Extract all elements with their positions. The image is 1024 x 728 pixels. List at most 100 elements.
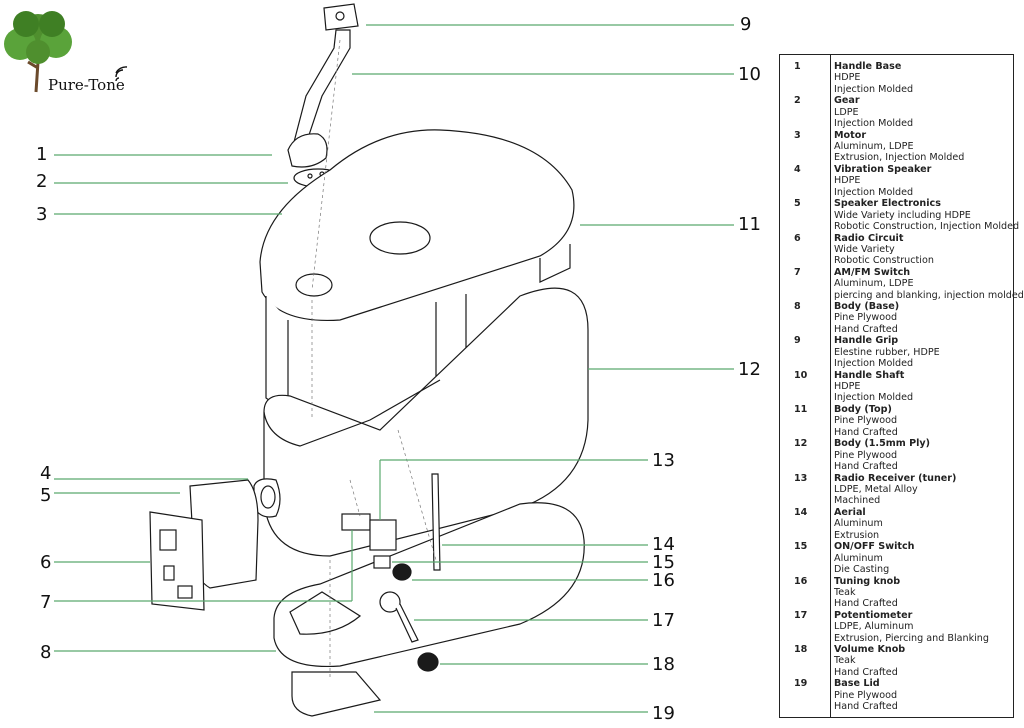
part-name: Handle Base: [834, 61, 902, 72]
part-number: 10: [794, 369, 808, 381]
part-number: 15: [794, 541, 808, 553]
part-number: 12: [794, 438, 808, 450]
potentiometer-part: [379, 591, 401, 613]
callout-18: 18: [652, 654, 675, 675]
part-process: piercing and blanking, injection molded: [834, 289, 1024, 301]
exploded-view-drawing: [54, 3, 734, 717]
part-name: ON/OFF Switch: [834, 541, 915, 553]
on-off-switch-part: [373, 555, 391, 569]
callout-1: 1: [36, 144, 48, 165]
part-number: 14: [794, 506, 808, 518]
part-name: Vibration Speaker: [834, 163, 932, 175]
part-name: Motor: [834, 129, 867, 141]
callout-9: 9: [740, 14, 752, 35]
part-name: Body (1.5mm Ply): [834, 438, 931, 450]
part-material: LDPE: [834, 106, 859, 118]
part-name: Radio Circuit: [834, 232, 904, 244]
part-material: Teak: [834, 586, 856, 598]
part-number: 13: [794, 472, 808, 484]
part-name: Base Lid: [834, 678, 880, 690]
callout-17: 17: [652, 610, 675, 631]
callout-13: 13: [652, 450, 675, 471]
part-name: Potentiometer: [834, 609, 913, 621]
part-material: HDPE: [834, 72, 861, 84]
wifi-signal-icon: [115, 66, 128, 82]
part-process: Robotic Construction, Injection Molded: [834, 220, 1020, 232]
aerial-part: [431, 473, 441, 571]
radio-receiver-part: [369, 519, 397, 551]
part-material: Pine Plywood: [834, 449, 898, 461]
part-number: 8: [794, 301, 801, 313]
base-lid-part: [291, 671, 382, 717]
part-process: Extrusion, Piercing and Blanking: [834, 632, 989, 644]
part-name: Body (Base): [834, 301, 900, 313]
callout-2: 2: [36, 171, 48, 192]
part-material: Aluminum: [834, 518, 883, 530]
part-material: Pine Plywood: [834, 689, 898, 701]
part-name: Volume Knob: [834, 644, 906, 656]
part-process: Robotic Construction: [834, 255, 934, 267]
part-process: Hand Crafted: [834, 666, 898, 678]
part-number: 2: [794, 95, 801, 107]
part-material: Elestine rubber, HDPE: [834, 346, 940, 358]
callout-7: 7: [40, 592, 52, 613]
radio-circuit-part: [149, 511, 205, 611]
part-name: Handle Shaft: [834, 369, 905, 381]
part-name: Radio Receiver (tuner): [834, 472, 957, 484]
handle-shaft: [293, 29, 351, 145]
callout-16: 16: [652, 570, 675, 591]
logo-text: Pure-Tone: [48, 76, 125, 94]
part-number: 3: [794, 129, 801, 141]
part-process: Extrusion, Injection Molded: [834, 152, 965, 164]
part-number: 1: [794, 61, 801, 72]
part-name: Tuning knob: [834, 575, 901, 587]
callout-19: 19: [652, 703, 675, 724]
part-name: Handle Grip: [834, 335, 899, 347]
part-name: Aerial: [834, 506, 866, 518]
am-fm-switch-part: [341, 513, 371, 531]
part-process: Die Casting: [834, 563, 890, 575]
body-ply-part: [263, 287, 589, 557]
part-process: Injection Molded: [834, 392, 914, 404]
part-name: Body (Top): [834, 404, 892, 415]
part-process: Hand Crafted: [834, 701, 898, 713]
part-number: 17: [794, 609, 808, 621]
part-material: Wide Variety: [834, 243, 895, 255]
part-material: Wide Variety including HDPE: [834, 209, 971, 221]
part-number: 18: [794, 644, 808, 656]
part-number: 16: [794, 575, 808, 587]
callout-3: 3: [36, 204, 48, 225]
part-name: AM/FM Switch: [834, 266, 911, 278]
callout-11: 11: [738, 214, 761, 235]
part-material: Pine Plywood: [834, 415, 898, 427]
part-number: 9: [794, 335, 801, 347]
part-material: LDPE, Aluminum: [834, 621, 914, 633]
tree-icon: [4, 11, 72, 93]
part-number: 11: [794, 404, 808, 415]
volume-knob-part: [417, 652, 439, 672]
part-material: Aluminum: [834, 552, 883, 564]
callout-5: 5: [40, 485, 52, 506]
callout-15: 15: [652, 552, 675, 573]
part-number: 7: [794, 266, 801, 278]
part-number: 6: [794, 232, 801, 244]
tuning-knob-part: [392, 563, 412, 581]
part-process: Extrusion: [834, 529, 880, 541]
